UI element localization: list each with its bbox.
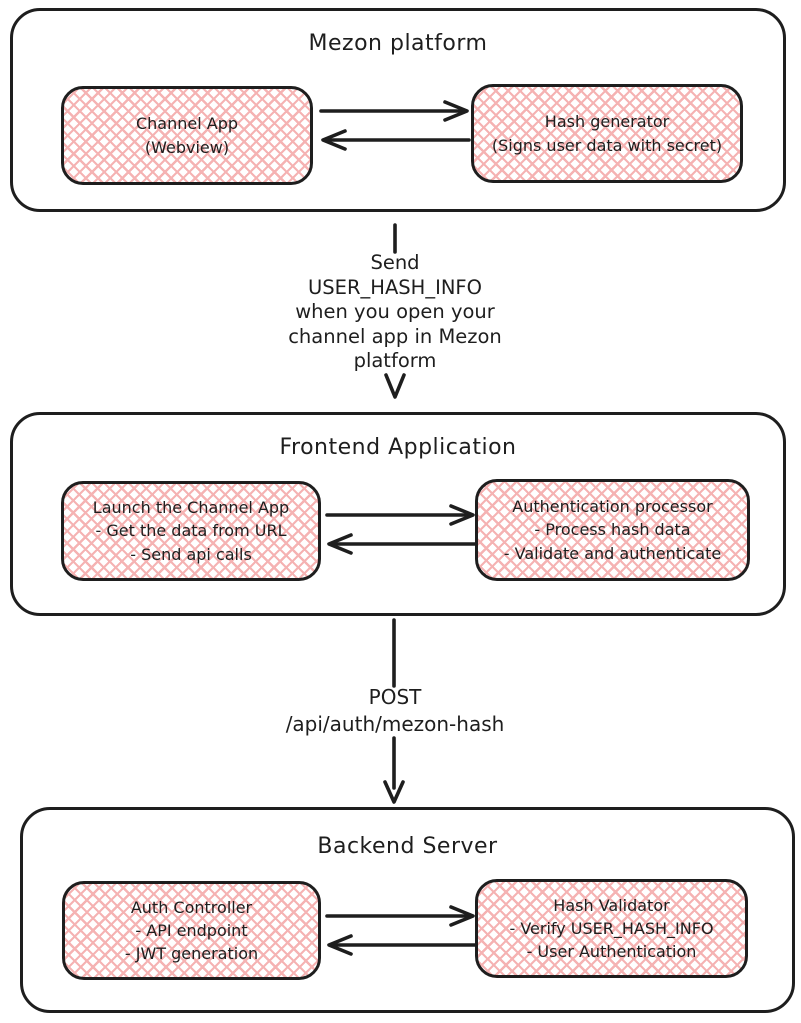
node-text-line: Authentication processor bbox=[512, 497, 713, 517]
connector-text-line: Send bbox=[370, 251, 420, 274]
connector-text-line: /api/auth/mezon-hash bbox=[285, 712, 505, 736]
arrow-right-icon bbox=[325, 504, 475, 526]
connector-text-line: USER_HASH_INFO bbox=[308, 275, 482, 299]
node-text-line: Launch the Channel App bbox=[92, 498, 290, 518]
section-mezon-platform: Mezon platform Channel App (Webview) Has… bbox=[10, 8, 786, 212]
connector-text-line: POST bbox=[368, 685, 422, 709]
node-text-line: (Webview) bbox=[144, 137, 230, 157]
arrow-left-icon bbox=[321, 129, 471, 151]
node-text-line: - User Authentication bbox=[526, 942, 697, 962]
node-channel-app: Channel App (Webview) bbox=[61, 86, 316, 191]
node-text-line: - API endpoint bbox=[135, 920, 248, 940]
node-text-line: Hash Validator bbox=[553, 895, 670, 915]
node-hash-validator: Hash Validator - Verify USER_HASH_INFO -… bbox=[475, 879, 751, 984]
section-frontend-application: Frontend Application Launch the Channel … bbox=[10, 412, 786, 616]
node-text-line: - Verify USER_HASH_INFO bbox=[509, 918, 714, 938]
connector-text-line: platform bbox=[353, 349, 437, 373]
arrow-down-icon bbox=[383, 618, 405, 804]
section-title-backend-server: Backend Server bbox=[317, 834, 498, 859]
node-text-line: (Signs user data with secret) bbox=[491, 135, 723, 155]
arrow-right-icon bbox=[325, 905, 475, 927]
node-auth-controller: Auth Controller - API endpoint - JWT gen… bbox=[62, 881, 324, 986]
connector-label-post-endpoint: POST /api/auth/mezon-hash bbox=[265, 684, 525, 738]
node-text-line: - Validate and authenticate bbox=[503, 543, 722, 563]
section-backend-server: Backend Server Auth Controller - API end… bbox=[20, 807, 795, 1013]
arrow-down-shaft-icon bbox=[393, 223, 397, 254]
arrow-left-icon bbox=[327, 533, 477, 555]
node-launch-channel-app: Launch the Channel App - Get the data fr… bbox=[61, 481, 324, 587]
section-title-mezon-platform: Mezon platform bbox=[308, 31, 488, 56]
connector-label-send-user-hash-info: Send USER_HASH_INFO when you open your c… bbox=[265, 251, 525, 374]
arrow-left-icon bbox=[327, 934, 477, 956]
node-text-line: - JWT generation bbox=[124, 944, 259, 964]
connector-text-line: when you open your bbox=[295, 300, 495, 324]
node-text-line: Hash generator bbox=[544, 112, 670, 132]
node-text-line: Auth Controller bbox=[130, 897, 253, 917]
node-authentication-processor: Authentication processor - Process hash … bbox=[475, 479, 753, 587]
arrow-right-icon bbox=[319, 100, 469, 122]
node-text-line: - Process hash data bbox=[534, 520, 691, 540]
node-text-line: - Get the data from URL bbox=[95, 521, 287, 541]
node-hash-generator: Hash generator (Signs user data with sec… bbox=[471, 84, 746, 189]
connector-text-line: channel app in Mezon bbox=[288, 324, 502, 348]
arrow-down-head-icon bbox=[384, 373, 406, 399]
node-text-line: Channel App bbox=[135, 114, 239, 134]
section-title-frontend-application: Frontend Application bbox=[279, 435, 517, 460]
node-text-line: - Send api calls bbox=[130, 544, 252, 564]
